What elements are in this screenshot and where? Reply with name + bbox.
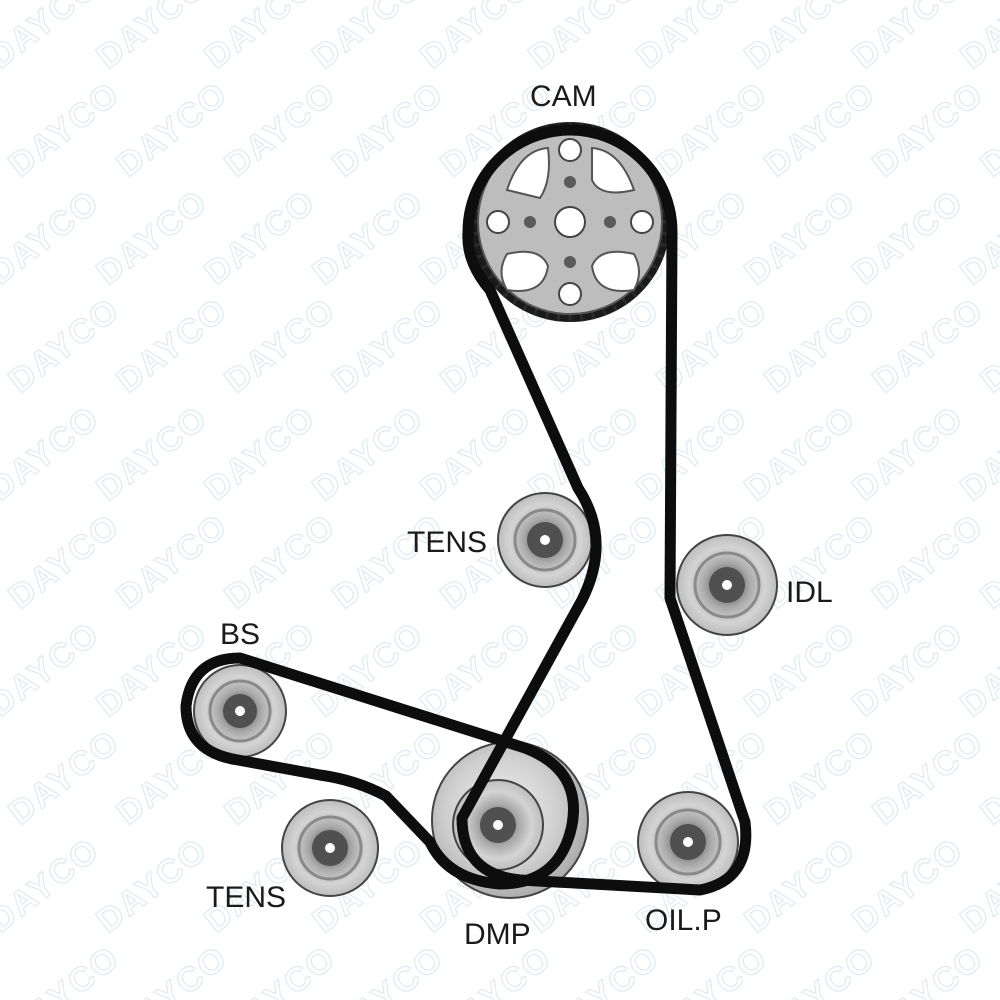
watermark-text: DAYCO (650, 75, 776, 185)
balance-shaft-pulley (193, 664, 287, 758)
watermark-text: DAYCO (90, 831, 216, 941)
watermark-text: DAYCO (758, 291, 884, 401)
watermark-text: DAYCO (738, 831, 864, 941)
tensioner-lower-pulley (281, 799, 379, 897)
cam-tooth (590, 310, 596, 320)
watermark-text: DAYCO (758, 939, 884, 1000)
watermark-text: DAYCO (738, 399, 864, 509)
watermark-text: DAYCO (326, 75, 452, 185)
oil-pump-pulley (637, 791, 739, 893)
watermark-text: DAYCO (0, 831, 107, 941)
watermark-text: DAYCO (0, 183, 107, 293)
watermark-text: DAYCO (326, 291, 452, 401)
watermark-text: DAYCO (218, 507, 344, 617)
cam-tooth (475, 253, 485, 259)
cam-tooth (511, 296, 519, 306)
watermark-text: DAYCO (866, 291, 992, 401)
watermark-text: DAYCO (0, 0, 107, 76)
cam-tooth (486, 273, 496, 281)
watermark-text: DAYCO (110, 507, 236, 617)
watermark-text: DAYCO (326, 507, 452, 617)
watermark-text: DAYCO (630, 399, 756, 509)
label-dmp: DMP (464, 918, 531, 951)
cam-tooth (556, 313, 561, 322)
watermark-text: DAYCO (738, 183, 864, 293)
cam-tooth (494, 281, 503, 290)
cam-tooth (629, 289, 638, 298)
cam-tooth (544, 310, 550, 320)
watermark-text: DAYCO (650, 939, 776, 1000)
watermark-text: DAYCO (758, 723, 884, 833)
balance-shaft-belt (180, 652, 579, 890)
cam-tooth (522, 302, 529, 312)
label-cam: CAM (530, 80, 597, 113)
watermark-text: DAYCO (866, 75, 992, 185)
watermark-text: DAYCO (866, 939, 992, 1000)
idler-pulley (676, 534, 778, 636)
cam-tooth (533, 307, 539, 317)
cam-tooth (579, 313, 584, 322)
cam-tooth (637, 281, 646, 290)
watermark-text: DAYCO (846, 615, 972, 725)
watermark-text: DAYCO (0, 615, 107, 725)
cam-tooth (601, 307, 607, 317)
watermark-text: DAYCO (954, 0, 1000, 76)
watermark-text: DAYCO (846, 183, 972, 293)
cam-tooth (472, 242, 482, 248)
watermark-text: DAYCO (198, 183, 324, 293)
watermark-text: DAYCO (522, 0, 648, 76)
watermark-text: DAYCO (198, 0, 324, 76)
label-tens-upper: TENS (407, 526, 487, 559)
label-oilp: OIL.P (645, 904, 722, 937)
watermark-text: DAYCO (198, 399, 324, 509)
watermark-text: DAYCO (542, 939, 668, 1000)
watermark-text: DAYCO (218, 291, 344, 401)
watermark-text: DAYCO (414, 399, 540, 509)
cam-tooth (621, 296, 629, 306)
watermark-text: DAYCO (2, 291, 128, 401)
label-tens-lower: TENS (206, 881, 286, 914)
cam-tooth (502, 289, 511, 298)
watermark-text: DAYCO (846, 399, 972, 509)
watermark-text: DAYCO (0, 399, 107, 509)
watermark-text: DAYCO (90, 0, 216, 76)
watermark-text: DAYCO (326, 939, 452, 1000)
watermark-text: DAYCO (110, 75, 236, 185)
watermark-text: DAYCO (630, 0, 756, 76)
watermark-text: DAYCO (738, 615, 864, 725)
watermark-text: DAYCO (866, 723, 992, 833)
label-idl: IDL (786, 576, 833, 609)
watermark-text: DAYCO (738, 0, 864, 76)
watermark-text: DAYCO (110, 291, 236, 401)
timing-belt (456, 124, 752, 896)
watermark-text: DAYCO (218, 75, 344, 185)
watermark-text: DAYCO (306, 399, 432, 509)
watermark-text: DAYCO (90, 399, 216, 509)
watermark-text: DAYCO (758, 75, 884, 185)
tensioner-upper-pulley (497, 492, 593, 588)
cam-pulley (470, 122, 670, 322)
watermark-text: DAYCO (846, 831, 972, 941)
cam-tooth (611, 302, 618, 312)
watermark-text: DAYCO (866, 507, 992, 617)
watermark-text: DAYCO (2, 723, 128, 833)
watermark-text: DAYCO (306, 0, 432, 76)
watermark-text: DAYCO (218, 939, 344, 1000)
cam-tooth (655, 253, 665, 259)
cam-tooth (650, 263, 660, 270)
cam-tooth (480, 263, 490, 270)
watermark-text: DAYCO (414, 0, 540, 76)
label-bs: BS (220, 618, 260, 651)
watermark-text: DAYCO (2, 75, 128, 185)
cam-tooth (658, 242, 668, 248)
watermark-text: DAYCO (306, 183, 432, 293)
cam-tooth (644, 273, 654, 281)
watermark-text: DAYCO (110, 939, 236, 1000)
watermark-text: DAYCO (90, 183, 216, 293)
watermark-text: DAYCO (2, 507, 128, 617)
watermark-text: DAYCO (846, 0, 972, 76)
watermark-text: DAYCO (2, 939, 128, 1000)
